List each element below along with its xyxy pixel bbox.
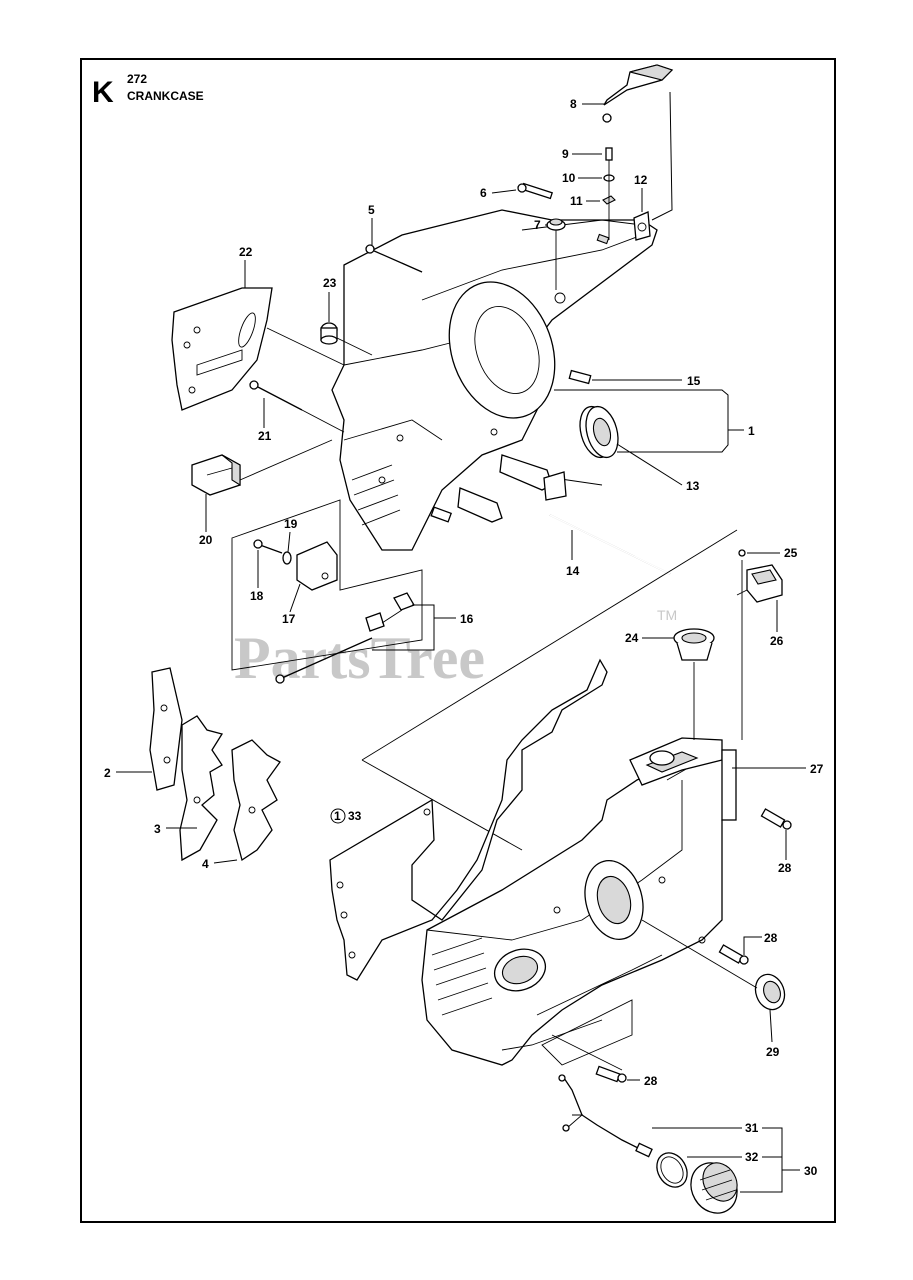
part-26-switch [736,564,783,603]
callout-2: 2 [104,766,111,780]
callout-24: 24 [625,631,639,645]
part-14-rod [549,514,671,575]
callout-30: 30 [804,1164,818,1178]
callout-23: 23 [323,276,337,290]
part-28-screw-b [718,944,749,965]
part-28-screw-c [595,1065,627,1083]
part-17-bracket [296,541,338,591]
part-3-spike [179,715,224,862]
callout-8: 8 [570,97,577,111]
part-29-seal [754,973,786,1011]
part-13-bearing [579,405,619,459]
part-28-screw-a [760,808,792,830]
part-8-handle [602,64,674,123]
callout-4: 4 [202,857,209,871]
callout-9: 9 [562,147,569,161]
lower-crankcase-half [421,737,737,1066]
callout-14: 14 [566,564,580,578]
part-23-bushing [320,322,338,345]
callout-17: 17 [282,612,296,626]
callout-27: 27 [810,762,824,776]
watermark: PartsTree [234,625,485,691]
section-letter: K [92,76,114,109]
part-32-oring [656,1152,688,1188]
diagram-sheet: K 272 CRANKCASE PartsTree TM 5 6 [80,58,836,1223]
part-25-screw [738,549,746,557]
callout-13: 13 [686,479,700,493]
callout-29: 29 [766,1045,780,1059]
callout-20: 20 [199,533,213,547]
callout-28-c: 28 [644,1074,658,1088]
callout-32: 32 [745,1150,759,1164]
callout-28-a: 28 [778,861,792,875]
upper-crankcase-half [331,209,658,551]
part-19-washer [282,551,292,565]
part-9-screw [605,147,613,161]
callout-1: 1 [748,424,755,438]
callout-28-b: 28 [764,931,778,945]
part-33-gasket [329,658,608,981]
part-4-spike [231,739,281,862]
callout-33: 33 [348,809,362,823]
section-title: CRANKCASE [127,89,204,103]
callout-33-marker: 1 [334,809,341,823]
callout-26: 26 [770,634,784,648]
callout-16: 16 [460,612,474,626]
watermark-trademark: TM [657,607,677,623]
callout-11: 11 [570,194,583,208]
callout-22: 22 [239,245,253,259]
part-30-filler-cap [690,1162,738,1214]
part-18-screw [253,539,283,554]
part-2-plate [149,667,183,791]
callout-18: 18 [250,589,264,603]
part-5-screw [365,235,423,273]
callout-25: 25 [784,546,798,560]
part-12-bracket [633,211,651,241]
part-24-grommet [673,628,715,661]
model-number: 272 [127,72,147,86]
part-22-guard-plate [171,287,273,411]
part-6-screw [517,182,554,200]
callout-7: 7 [534,218,541,232]
callout-5: 5 [368,203,375,217]
crankcase-exploded-diagram: K 272 CRANKCASE PartsTree TM 5 6 [92,64,824,1214]
part-20-pad [191,454,241,496]
part-15-pin [568,369,592,385]
callout-19: 19 [284,517,298,531]
part-31-pickup-hose [558,1074,653,1158]
callout-21: 21 [258,429,272,443]
callout-15: 15 [687,374,701,388]
callout-6: 6 [480,186,487,200]
callout-12: 12 [634,173,648,187]
callout-10: 10 [562,171,576,185]
part-21-screw [249,380,303,411]
callout-3: 3 [154,822,161,836]
callout-31: 31 [745,1121,759,1135]
